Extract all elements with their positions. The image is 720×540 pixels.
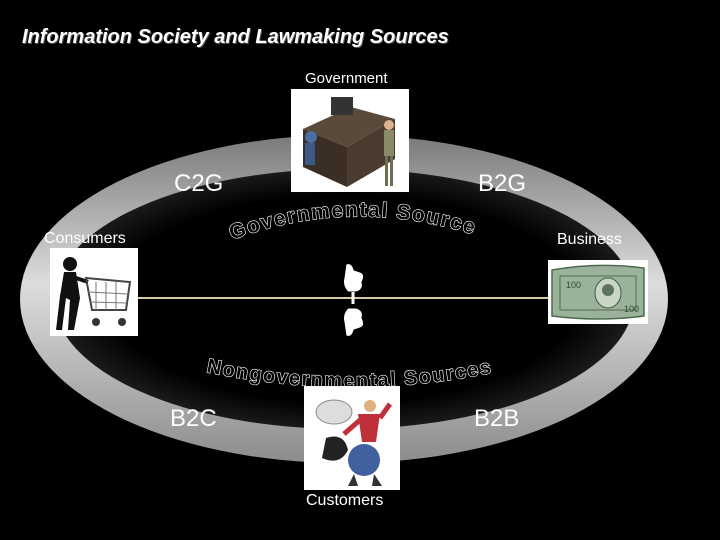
government-label: Government (305, 70, 388, 87)
government-desk-icon (291, 89, 409, 192)
pointing-hand-icon (338, 260, 368, 340)
slide-title: Information Society and Lawmaking Source… (22, 26, 449, 48)
customer-figure-icon (304, 386, 400, 490)
dollar-bill-icon: 100 100 (548, 260, 648, 324)
b2c-label: B2C (170, 405, 217, 432)
b2b-label: B2B (474, 405, 520, 432)
svg-text:100: 100 (624, 304, 639, 314)
consumers-label: Consumers (44, 230, 126, 247)
c2g-label: C2G (174, 170, 224, 197)
svg-text:100: 100 (566, 280, 581, 290)
customers-label: Customers (306, 492, 384, 509)
shopping-cart-icon (50, 248, 138, 336)
b2g-label: B2G (478, 170, 527, 197)
business-label: Business (557, 231, 622, 248)
